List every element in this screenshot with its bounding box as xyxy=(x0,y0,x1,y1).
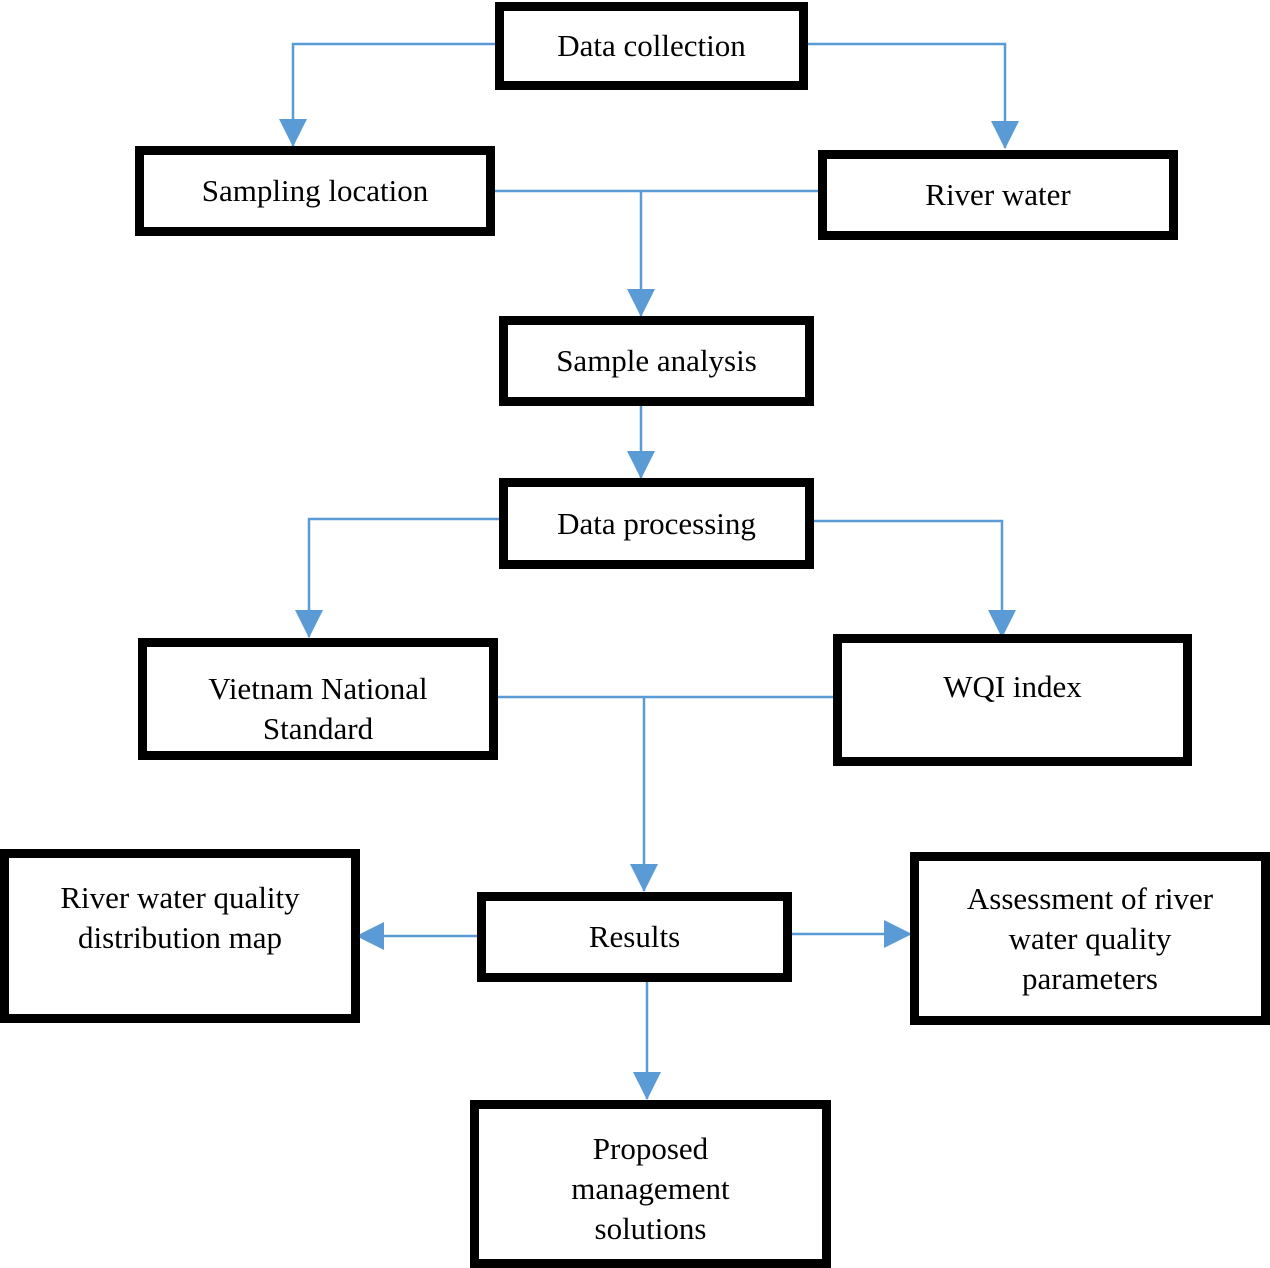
vietnam-standard-label-line-1: Vietnam National xyxy=(208,671,428,706)
arrow-data-collection-to-sampling-location xyxy=(279,42,495,147)
data-processing-label: Data processing xyxy=(557,505,756,541)
vietnam-national-standard-box: Vietnam National Standard xyxy=(138,638,498,760)
proposed-label-line-3: solutions xyxy=(594,1211,707,1246)
data-processing-box: Data processing xyxy=(499,478,814,569)
results-box: Results xyxy=(477,892,792,982)
proposed-label-line-1: Proposed xyxy=(592,1131,709,1166)
data-collection-label: Data collection xyxy=(557,28,746,63)
vietnam-standard-label-line-2: Standard xyxy=(262,711,374,746)
proposed-solutions-box: Proposed management solutions xyxy=(470,1100,831,1268)
data-collection-box: Data collection xyxy=(495,2,808,90)
sample-analysis-label: Sample analysis xyxy=(556,343,757,378)
assessment-parameters-box: Assessment of river water quality parame… xyxy=(910,852,1270,1025)
assessment-label-line-2: water quality xyxy=(1008,921,1172,956)
wqi-index-box: WQI index xyxy=(833,634,1192,766)
sampling-location-label: Sampling location xyxy=(201,173,429,208)
arrow-data-collection-to-river-water xyxy=(808,42,1019,149)
quality-distribution-map-box: River water quality distribution map xyxy=(0,849,360,1023)
arrow-data-processing-to-wqi-index xyxy=(814,519,1016,638)
assessment-label-line-3: parameters xyxy=(1022,961,1158,996)
results-label: Results xyxy=(588,919,681,954)
arrow-data-processing-to-vietnam-standard xyxy=(295,517,499,638)
sample-analysis-box: Sample analysis xyxy=(499,316,814,406)
assessment-label-line-1: Assessment of river xyxy=(966,881,1214,916)
river-water-box: River water xyxy=(818,150,1178,240)
wqi-index-label: WQI index xyxy=(943,669,1082,704)
proposed-label-line-2: management xyxy=(571,1171,730,1206)
quality-map-label-line-1: River water quality xyxy=(60,880,300,915)
sampling-location-box: Sampling location xyxy=(135,146,495,236)
quality-map-label-line-2: distribution map xyxy=(77,920,283,955)
river-water-label: River water xyxy=(925,177,1071,212)
